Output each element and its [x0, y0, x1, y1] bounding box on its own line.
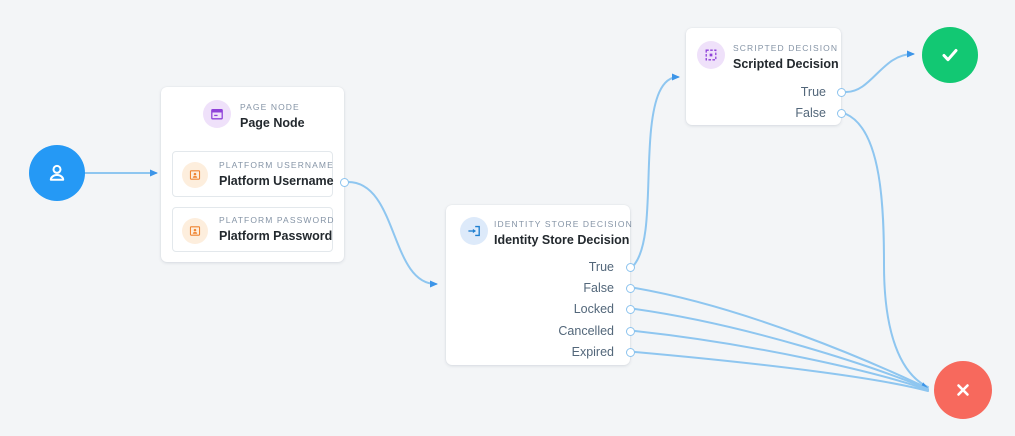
platform-username-title: Platform Username — [219, 174, 334, 188]
port-identity-locked-output[interactable] — [625, 304, 635, 314]
edge-identity-cancelled-to-failure[interactable] — [634, 330, 929, 391]
port-scripted-true-output[interactable] — [836, 87, 846, 97]
platform-password-category: PLATFORM PASSWORD — [219, 215, 335, 225]
outcome-label-expired: Expired — [571, 345, 614, 359]
node-platform-password[interactable]: PLATFORM PASSWORD Platform Password — [172, 207, 335, 252]
node-identity-store-decision[interactable]: IDENTITY STORE DECISION Identity Store D… — [446, 205, 633, 365]
edge-scripted-true-to-success[interactable] — [845, 50, 915, 93]
outcome-label-cancelled: Cancelled — [558, 324, 614, 338]
outcome-label-true: True — [588, 260, 614, 274]
identity-store-decision-category: IDENTITY STORE DECISION — [494, 219, 633, 229]
check-icon — [942, 49, 958, 62]
outcome-label-locked: Locked — [573, 302, 614, 316]
node-scripted-decision[interactable]: SCRIPTED DECISION Scripted Decision True… — [686, 28, 841, 125]
edge-identity-locked-to-failure[interactable] — [634, 308, 929, 390]
edge-identity-expired-to-failure[interactable] — [634, 351, 929, 392]
success-node[interactable] — [922, 27, 978, 83]
outcome-label-false: False — [583, 281, 614, 295]
port-identity-expired-output[interactable] — [625, 347, 635, 357]
start-node[interactable] — [29, 145, 85, 201]
page-node-title: Page Node — [240, 116, 305, 130]
edge-scripted-false-to-failure[interactable] — [845, 113, 929, 388]
port-scripted-false-output[interactable] — [836, 108, 846, 118]
identity-store-decision-title: Identity Store Decision — [494, 233, 630, 247]
identity-store-decision-icon — [460, 217, 488, 245]
user-icon — [49, 164, 65, 181]
scripted-decision-title: Scripted Decision — [733, 57, 839, 71]
port-identity-true-output[interactable] — [625, 262, 635, 272]
port-identity-false-output[interactable] — [625, 283, 635, 293]
node-page-node[interactable]: PAGE NODE Page Node PLATFORM USERNAME Pl… — [161, 87, 344, 262]
outcome-label-false: False — [795, 106, 826, 120]
port-identity-cancelled-output[interactable] — [625, 326, 635, 336]
edge-page-node-to-identity-decision[interactable] — [347, 181, 438, 288]
platform-password-title: Platform Password — [219, 229, 333, 243]
edge-identity-true-to-scripted-decision[interactable] — [633, 73, 680, 266]
port-page-node-output[interactable] — [339, 177, 349, 187]
node-platform-username[interactable]: PLATFORM USERNAME Platform Username — [172, 151, 334, 197]
edge-identity-false-to-failure[interactable] — [634, 287, 929, 389]
page-node-category: PAGE NODE — [240, 102, 300, 112]
platform-username-category: PLATFORM USERNAME — [219, 160, 334, 170]
platform-password-icon — [182, 218, 208, 244]
page-node-icon — [203, 100, 231, 128]
scripted-decision-icon — [697, 41, 725, 69]
platform-username-icon — [182, 162, 208, 188]
failure-node[interactable] — [934, 361, 992, 419]
close-icon — [957, 384, 969, 396]
outcome-label-true: True — [800, 85, 826, 99]
scripted-decision-category: SCRIPTED DECISION — [733, 43, 839, 53]
